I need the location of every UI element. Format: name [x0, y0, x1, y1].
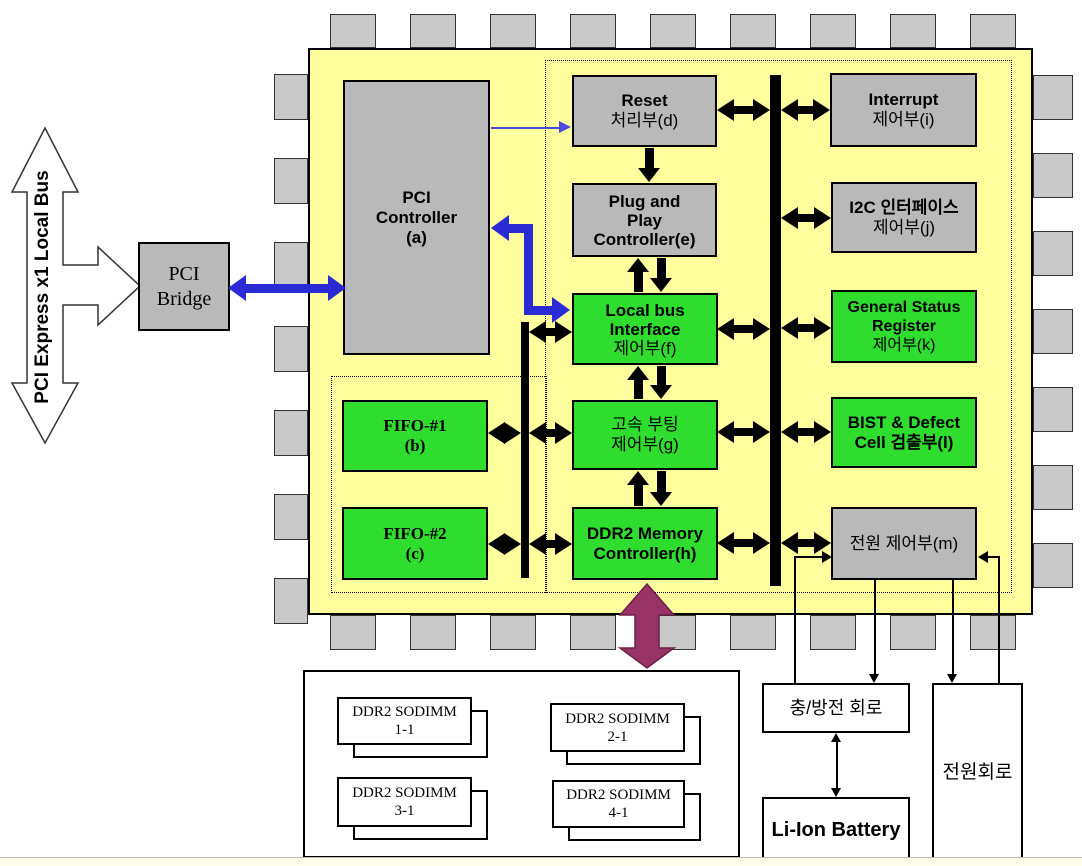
pci-bridge-block: PCI Bridge [138, 242, 230, 331]
chip-pin [274, 410, 308, 456]
power-control-block: 전원 제어부(m) [831, 507, 977, 580]
bus-arrow-label: PCI Express x1 Local Bus [32, 170, 53, 404]
chip-pin [1033, 231, 1073, 276]
label-line: Reset [621, 91, 668, 110]
label-line: (b) [404, 436, 426, 455]
chip-pin [1033, 309, 1073, 354]
label-line: 4-1 [608, 805, 629, 821]
label-line: Play [627, 210, 662, 230]
label-line: FIFO-#1 [383, 416, 447, 435]
chip-pin [490, 14, 536, 48]
charge-discharge-block: 충/방전 회로 [762, 683, 910, 733]
dotted-region-fifo [331, 376, 547, 593]
label-line: 고속 부팅 [611, 415, 679, 434]
label-line: DDR2 SODIMM [565, 710, 670, 727]
chip-pin [970, 615, 1016, 650]
label-line: I2C 인터페이스 [849, 197, 959, 217]
label-line: DDR2 SODIMM [352, 785, 457, 801]
chip-pin [490, 615, 536, 650]
fast-boot-block: 고속 부팅 제어부(g) [572, 400, 718, 470]
chip-pin [890, 14, 936, 48]
chip-pin [410, 14, 456, 48]
chip-pin [1033, 75, 1073, 120]
label-line: 전원 제어부(m) [849, 533, 959, 553]
chip-pin [810, 14, 856, 48]
bist-defect-block: BIST & Defect Cell 검출부(l) [831, 397, 977, 468]
chip-pin [570, 14, 616, 48]
label-line: Interface [609, 319, 681, 339]
label-line: DDR2 SODIMM [566, 787, 671, 803]
dram-bus-arrow [617, 582, 677, 669]
chip-pin [570, 615, 616, 650]
pci-controller-block: PCI Controller (a) [343, 80, 490, 355]
chip-pin [274, 326, 308, 372]
label-line: Register [871, 318, 937, 335]
chip-pin [1033, 387, 1073, 432]
chip-pin [890, 615, 936, 650]
chip-pin [274, 578, 308, 624]
chip-pin [730, 615, 776, 650]
label-line: 충/방전 회로 [789, 698, 883, 718]
label-line: Cell 검출부(l) [854, 432, 954, 452]
local-bus-interface-block: Local bus Interface 제어부(f) [572, 293, 718, 365]
label-line: Local bus [605, 300, 685, 320]
right-bus [770, 75, 781, 586]
label-line: Controller(e) [593, 229, 696, 249]
chip-pin [1033, 465, 1073, 510]
chip-pin [650, 14, 696, 48]
label-line: (c) [405, 543, 425, 563]
label-line: PCI [402, 187, 431, 207]
chip-pin [274, 494, 308, 540]
label-line: DDR2 SODIMM [352, 704, 457, 720]
label-line: Controller [375, 207, 458, 227]
ddr2-memory-controller-block: DDR2 Memory Controller(h) [572, 507, 718, 580]
label-line: Controller(h) [593, 543, 697, 563]
power-circuit-block: 전원회로 [932, 683, 1023, 863]
label-line: 처리부(d) [610, 111, 679, 130]
label-line: (a) [406, 227, 427, 247]
interrupt-block: Interrupt 제어부(i) [830, 73, 977, 147]
chip-pin [274, 242, 308, 288]
chip-pin [274, 158, 308, 204]
slide-edge-strip [0, 857, 1082, 866]
label-line: DDR2 Memory [586, 523, 704, 543]
label-line: 3-1 [394, 803, 415, 819]
chip-pin [810, 615, 856, 650]
chip-pin [330, 14, 376, 48]
chip-pin [410, 615, 456, 650]
chip-pin [1033, 153, 1073, 198]
reset-block: Reset 처리부(d) [572, 75, 717, 147]
label-line: Plug and [608, 191, 681, 211]
left-bus [521, 322, 529, 578]
chip-pin [274, 74, 308, 120]
label-line: 제어부(f) [613, 338, 677, 358]
label-line: Bridge [156, 287, 212, 310]
i2c-block: I2C 인터페이스 제어부(j) [831, 182, 977, 253]
label-line: General Status [847, 299, 961, 316]
label-line: 1-1 [394, 722, 415, 738]
label-line: 2-1 [607, 728, 628, 745]
chip-pin [970, 14, 1016, 48]
label-line: BIST & Defect [847, 412, 961, 432]
label-line: PCI [168, 262, 200, 285]
chip-pin [1033, 543, 1073, 588]
label-line: 전원회로 [942, 762, 1013, 783]
label-line: 제어부(k) [872, 337, 936, 354]
li-ion-battery-block: Li-Ion Battery [762, 797, 910, 863]
fifo1-block: FIFO-#1 (b) [342, 400, 488, 472]
label-line: FIFO-#2 [383, 523, 447, 543]
label-line: 제어부(i) [872, 110, 935, 129]
general-status-register-block: General Status Register 제어부(k) [831, 290, 977, 363]
fifo2-block: FIFO-#2 (c) [342, 507, 488, 580]
label-line: Li-Ion Battery [771, 819, 901, 841]
pci-express-bus-arrow [10, 126, 142, 445]
label-line: 제어부(g) [611, 435, 679, 454]
chip-pin [330, 615, 376, 650]
label-line: Interrupt [868, 90, 939, 109]
chip-pin [730, 14, 776, 48]
label-line: 제어부(j) [872, 217, 936, 237]
plug-and-play-block: Plug and Play Controller(e) [572, 183, 717, 257]
